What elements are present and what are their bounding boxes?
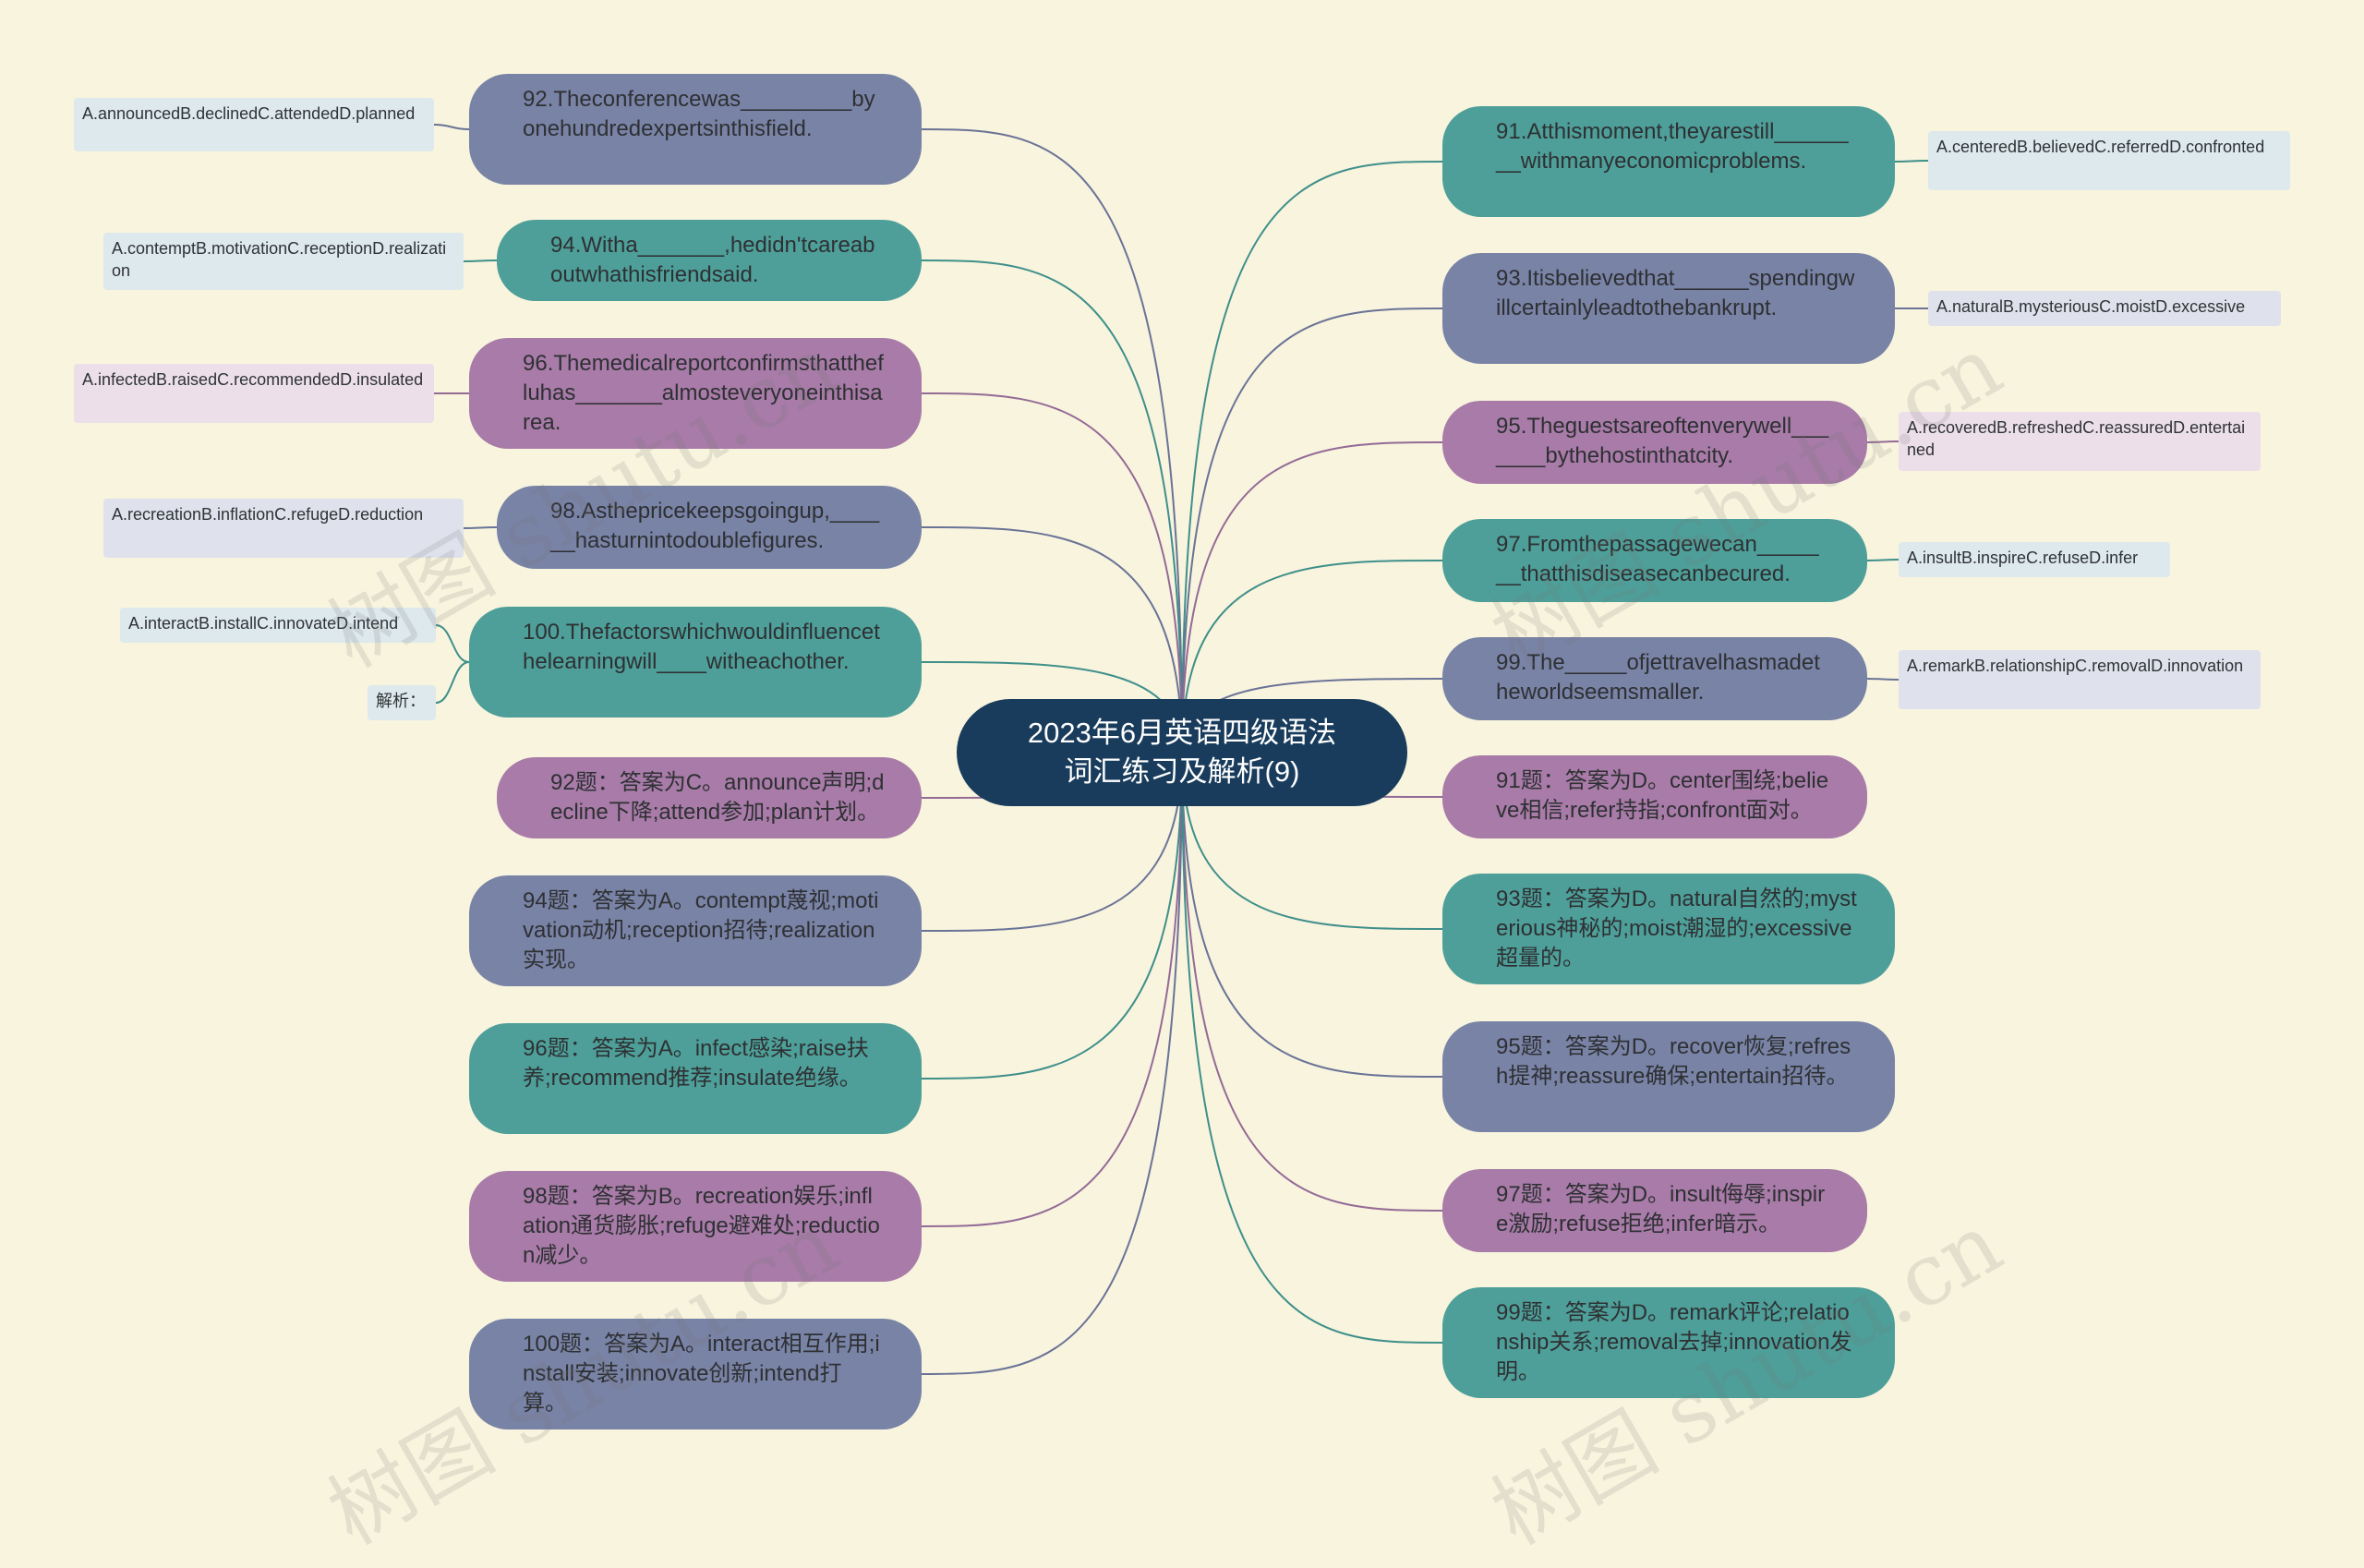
connector-line: [1181, 308, 1443, 754]
connector-line: [1866, 678, 1900, 681]
option-text: A.contemptB.motivationC.receptionD.reali…: [112, 239, 447, 280]
connector-line: [1894, 160, 1929, 163]
answer-node-94[interactable]: 94题：答案为A。contempt蔑视;motivation动机;recepti…: [469, 875, 922, 986]
option-text: A.insultB.inspireC.refuseD.infer: [1907, 549, 2139, 567]
central-topic-line-2: 词汇练习及解析(9): [1064, 755, 1300, 788]
answer-text: 94题：答案为A。contempt蔑视;motivation动机;recepti…: [523, 888, 879, 972]
question-node-91[interactable]: 91.Atthismoment,theyarestill________with…: [1442, 106, 1895, 217]
question-text: 97.Fromthepassagewecan_______thatthisdis…: [1496, 532, 1819, 586]
answer-text: 95题：答案为D。recover恢复;refresh提神;reassure确保;…: [1496, 1034, 1851, 1089]
answer-text: 100题：答案为A。interact相互作用;install安装;innovat…: [523, 1332, 880, 1416]
option-text: A.infectedB.raisedC.recommendedD.insulat…: [82, 370, 424, 389]
option-leaf-93[interactable]: A.naturalB.mysteriousC.moistD.excessive: [1928, 291, 2281, 326]
answer-node-97[interactable]: 97题：答案为D。insult侮辱;inspire激励;refuse拒绝;inf…: [1442, 1169, 1867, 1252]
connector-line: [1181, 752, 1443, 930]
option-text: A.recreationB.inflationC.refugeD.reducti…: [112, 505, 424, 524]
question-node-98[interactable]: 98.Asthepricekeepsgoingup,______hasturni…: [497, 486, 922, 569]
connector-line: [1866, 440, 1900, 443]
question-text: 98.Asthepricekeepsgoingup,______hasturni…: [550, 499, 880, 553]
option-leaf-91[interactable]: A.centeredB.believedC.referredD.confront…: [1928, 131, 2290, 190]
question-text: 96.Themedicalreportconfirmsthatthefluhas…: [523, 351, 884, 435]
question-node-100[interactable]: 100.Thefactorswhichwouldinfluencethelear…: [469, 607, 922, 718]
option-leaf-96[interactable]: A.infectedB.raisedC.recommendedD.insulat…: [74, 364, 434, 423]
question-node-97[interactable]: 97.Fromthepassagewecan_______thatthisdis…: [1442, 519, 1867, 602]
answer-node-96[interactable]: 96题：答案为A。infect感染;raise扶养;recommend推荐;in…: [469, 1023, 922, 1134]
option-text: A.naturalB.mysteriousC.moistD.excessive: [1936, 297, 2246, 316]
connector-line: [1181, 752, 1443, 1212]
option-text: A.recoveredB.refreshedC.reassuredD.enter…: [1907, 418, 2246, 459]
option-text: A.interactB.installC.innovateD.intend: [128, 614, 399, 633]
answer-text: 96题：答案为A。infect感染;raise扶养;recommend推荐;in…: [523, 1036, 869, 1091]
answer-node-93[interactable]: 93题：答案为D。natural自然的;mysterious神秘的;moist潮…: [1442, 874, 1895, 984]
option-text: A.centeredB.believedC.referredD.confront…: [1936, 138, 2265, 156]
connector-line: [921, 392, 1183, 754]
connector-line: [463, 259, 498, 262]
option-text: A.remarkB.relationshipC.removalD.innovat…: [1907, 657, 2244, 675]
answer-node-95[interactable]: 95题：答案为D。recover恢复;refresh提神;reassure确保;…: [1442, 1021, 1895, 1132]
question-text: 95.Theguestsareoftenverywell_______bythe…: [1496, 414, 1829, 468]
option-leaf-94[interactable]: A.contemptB.motivationC.receptionD.reali…: [103, 233, 464, 290]
question-text: 94.Witha_______,hedidn'tcareaboutwhathis…: [550, 233, 875, 287]
option-leaf-95[interactable]: A.recoveredB.refreshedC.reassuredD.enter…: [1899, 412, 2261, 471]
question-text: 99.The_____ofjettravelhasmadetheworldsee…: [1496, 650, 1820, 705]
question-text: 92.Theconferencewas_________byonehundred…: [523, 87, 875, 141]
question-node-99[interactable]: 99.The_____ofjettravelhasmadetheworldsee…: [1442, 637, 1867, 720]
option-leaf-92[interactable]: A.announcedB.declinedC.attendedD.planned: [74, 98, 434, 151]
question-node-96[interactable]: 96.Themedicalreportconfirmsthatthefluhas…: [469, 338, 922, 449]
connector-line: [463, 526, 498, 529]
connector-line: [921, 128, 1183, 754]
answer-text: 93题：答案为D。natural自然的;mysterious神秘的;moist潮…: [1496, 887, 1857, 971]
answer-text: 99题：答案为D。remark评论;relationship关系;removal…: [1496, 1300, 1852, 1384]
connector-line: [921, 752, 1183, 1080]
connector-line: [1181, 560, 1443, 754]
central-topic[interactable]: 2023年6月英语四级语法 词汇练习及解析(9): [957, 699, 1407, 806]
connector-line: [1181, 752, 1443, 1344]
connector-line: [1866, 559, 1900, 561]
option-text: A.announcedB.declinedC.attendedD.planned: [82, 104, 416, 123]
option-leaf-98[interactable]: A.recreationB.inflationC.refugeD.reducti…: [103, 499, 464, 558]
connector-line: [433, 124, 470, 130]
option-leaf-97[interactable]: A.insultB.inspireC.refuseD.infer: [1899, 542, 2170, 577]
question-node-93[interactable]: 93.Itisbelievedthat______spendingwillcer…: [1442, 253, 1895, 364]
option-leaf-100[interactable]: A.interactB.installC.innovateD.intend: [120, 608, 436, 643]
connector-line: [1181, 441, 1443, 754]
option-leaf-99[interactable]: A.remarkB.relationshipC.removalD.innovat…: [1899, 650, 2261, 709]
connector-line: [1181, 161, 1443, 754]
answer-node-99[interactable]: 99题：答案为D。remark评论;relationship关系;removal…: [1442, 1287, 1895, 1398]
question-node-92[interactable]: 92.Theconferencewas_________byonehundred…: [469, 74, 922, 185]
question-text: 91.Atthismoment,theyarestill________with…: [1496, 119, 1849, 174]
connector-line: [435, 661, 470, 704]
central-topic-line-1: 2023年6月英语四级语法: [1027, 717, 1337, 749]
analysis-label[interactable]: 解析：: [368, 685, 436, 720]
connector-line: [921, 526, 1183, 754]
question-text: 93.Itisbelievedthat______spendingwillcer…: [1496, 266, 1855, 320]
connector-line: [435, 624, 470, 663]
answer-node-98[interactable]: 98题：答案为B。recreation娱乐;inflation通货膨胀;refu…: [469, 1171, 922, 1282]
answer-text: 98题：答案为B。recreation娱乐;inflation通货膨胀;refu…: [523, 1184, 880, 1268]
connector-line: [921, 752, 1183, 932]
answer-node-91[interactable]: 91题：答案为D。center围绕;believe相信;refer持指;conf…: [1442, 755, 1867, 838]
connector-line: [921, 259, 1183, 754]
question-node-94[interactable]: 94.Witha_______,hedidn'tcareaboutwhathis…: [497, 220, 922, 301]
answer-text: 97题：答案为D。insult侮辱;inspire激励;refuse拒绝;inf…: [1496, 1182, 1826, 1236]
answer-node-92[interactable]: 92题：答案为C。announce声明;decline下降;attend参加;p…: [497, 757, 922, 838]
analysis-text: 解析：: [376, 692, 426, 710]
question-text: 100.Thefactorswhichwouldinfluencethelear…: [523, 620, 880, 674]
connector-line: [921, 752, 1183, 1227]
answer-node-100[interactable]: 100题：答案为A。interact相互作用;install安装;innovat…: [469, 1319, 922, 1429]
connector-line: [921, 752, 1183, 1375]
question-node-95[interactable]: 95.Theguestsareoftenverywell_______bythe…: [1442, 401, 1867, 484]
connector-line: [1181, 752, 1443, 1078]
answer-text: 92题：答案为C。announce声明;decline下降;attend参加;p…: [550, 770, 885, 825]
answer-text: 91题：答案为D。center围绕;believe相信;refer持指;conf…: [1496, 768, 1829, 823]
